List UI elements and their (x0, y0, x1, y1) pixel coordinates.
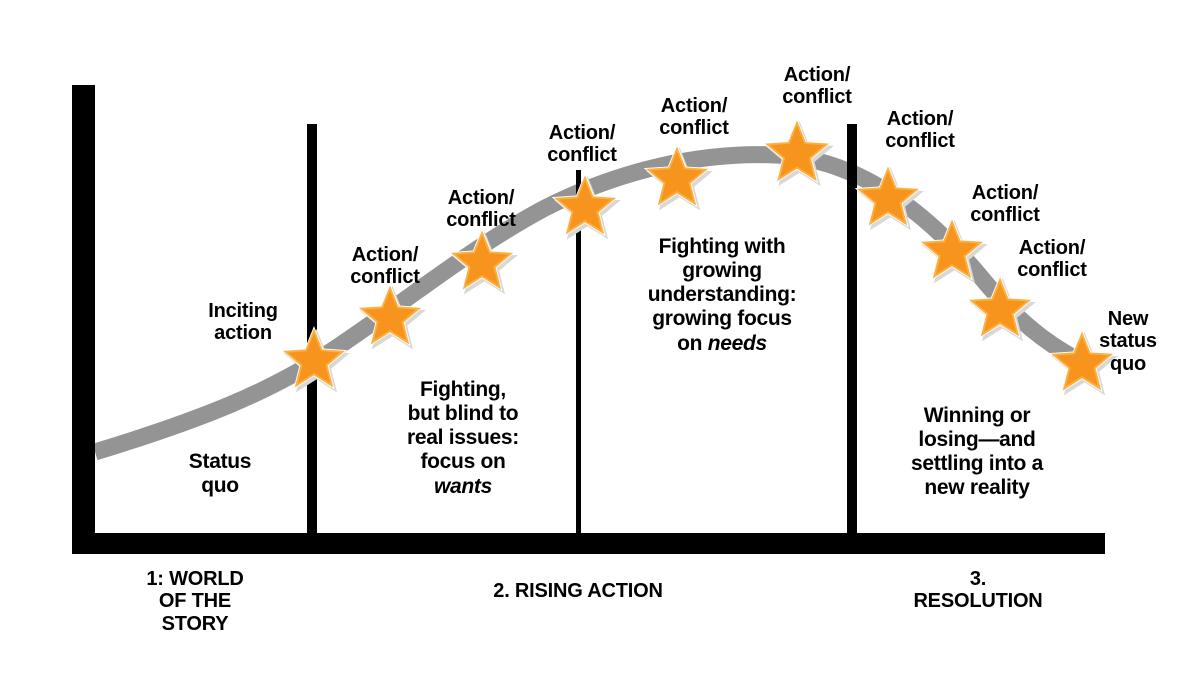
star-icon (966, 275, 1036, 342)
star-icon (356, 283, 426, 350)
x-axis-baseline (72, 533, 1105, 554)
description-fighting-needs: Fighting with growing understanding: gro… (647, 235, 797, 355)
emphasized-word: wants (433, 474, 493, 498)
star-icon (854, 164, 924, 231)
star-body (920, 219, 984, 279)
point-label-action-conflict-5: Action/ conflict (782, 64, 852, 109)
star-icon (551, 173, 621, 240)
star-body (450, 230, 514, 290)
star-icon (280, 326, 350, 393)
point-label-action-conflict-4: Action/ conflict (659, 95, 729, 140)
point-label-action-conflict-1: Action/ conflict (350, 244, 420, 289)
stage-label-act-3: 3. RESOLUTION (913, 568, 1043, 613)
star-icon (448, 228, 518, 295)
divider-act1-act2 (307, 124, 317, 536)
description-winning-losing: Winning or losing—and settling into a ne… (910, 404, 1044, 500)
milestone-stars (280, 118, 1118, 396)
description-fighting-wants: Fighting, but blind to real issues: focu… (407, 378, 519, 498)
star-body (553, 175, 617, 235)
point-label-action-conflict-2: Action/ conflict (446, 187, 516, 232)
point-label-action-conflict-3: Action/ conflict (547, 122, 617, 167)
story-arc-curve (92, 146, 1094, 461)
point-label-new-status-quo: New status quo (1099, 308, 1157, 375)
star-icon (643, 144, 713, 211)
star-body (968, 277, 1032, 337)
star-body (282, 328, 346, 388)
point-label-action-conflict-8: Action/ conflict (1017, 237, 1087, 282)
point-label-action-conflict-6: Action/ conflict (885, 108, 955, 153)
divider-midpoint (576, 170, 581, 536)
star-icon (918, 217, 988, 284)
star-body (645, 146, 709, 206)
star-body (1050, 331, 1114, 391)
description-status-quo: Status quo (188, 450, 252, 498)
star-body (856, 166, 920, 226)
star-body (358, 285, 422, 345)
star-body (764, 120, 830, 182)
stage-label-act-1: 1: WORLD OF THE STORY (146, 568, 244, 635)
star-icon (762, 118, 834, 187)
divider-act2-act3 (847, 124, 857, 536)
star-icon (1048, 329, 1118, 396)
y-axis-bar (72, 85, 95, 553)
stage-label-act-2: 2. RISING ACTION (493, 580, 663, 602)
emphasized-word: needs (707, 331, 768, 355)
point-label-action-conflict-7: Action/ conflict (970, 182, 1040, 227)
point-label-inciting-action: Inciting action (208, 300, 278, 345)
